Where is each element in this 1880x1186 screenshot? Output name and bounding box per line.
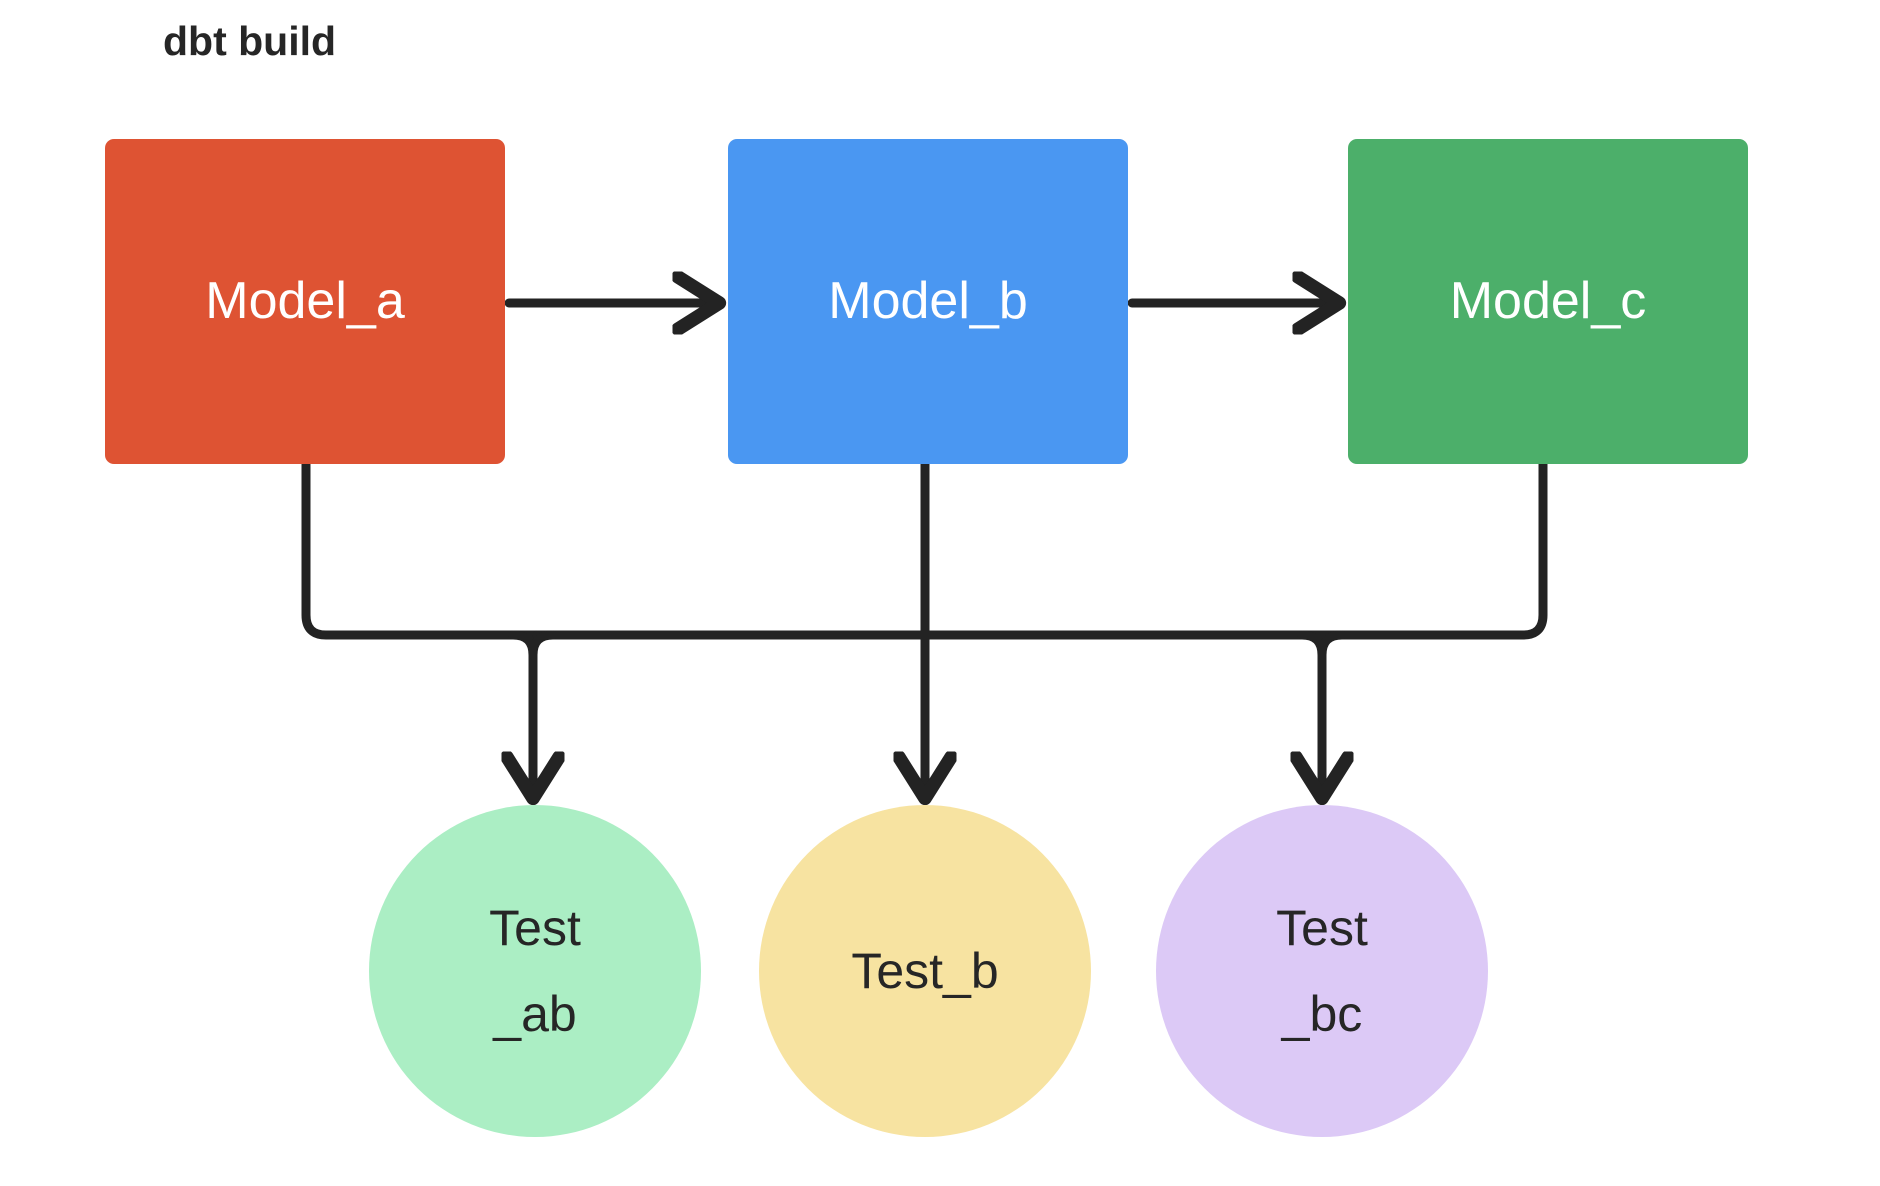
node-model-a-label: Model_a: [205, 271, 405, 330]
edge-model-c-to-bus: [532, 459, 1548, 640]
node-model-c-label: Model_c: [1449, 271, 1647, 330]
edge-bus-to-test-ab: [513, 630, 533, 793]
edge-bus-to-test-bc-right: [1317, 630, 1347, 660]
node-test-bc-label: Test _bc: [1276, 900, 1368, 1042]
node-test-ab[interactable]: Test _ab: [369, 805, 701, 1137]
node-test-bc[interactable]: Test _bc: [1156, 805, 1488, 1137]
node-model-b-label: Model_b: [828, 271, 1028, 330]
edge-bus-to-test-ab-right: [528, 630, 558, 660]
node-model-a[interactable]: Model_a: [105, 139, 505, 464]
node-test-b-label: Test_b: [851, 943, 999, 999]
edge-model-a-to-bus: [301, 459, 1323, 640]
node-model-c[interactable]: Model_c: [1348, 139, 1748, 464]
edge-bus-to-test-bc: [1302, 630, 1322, 793]
diagram-title: dbt build: [163, 18, 337, 64]
node-model-b[interactable]: Model_b: [728, 139, 1128, 464]
node-test-ab-label: Test _ab: [489, 900, 581, 1042]
node-test-b[interactable]: Test_b: [759, 805, 1091, 1137]
